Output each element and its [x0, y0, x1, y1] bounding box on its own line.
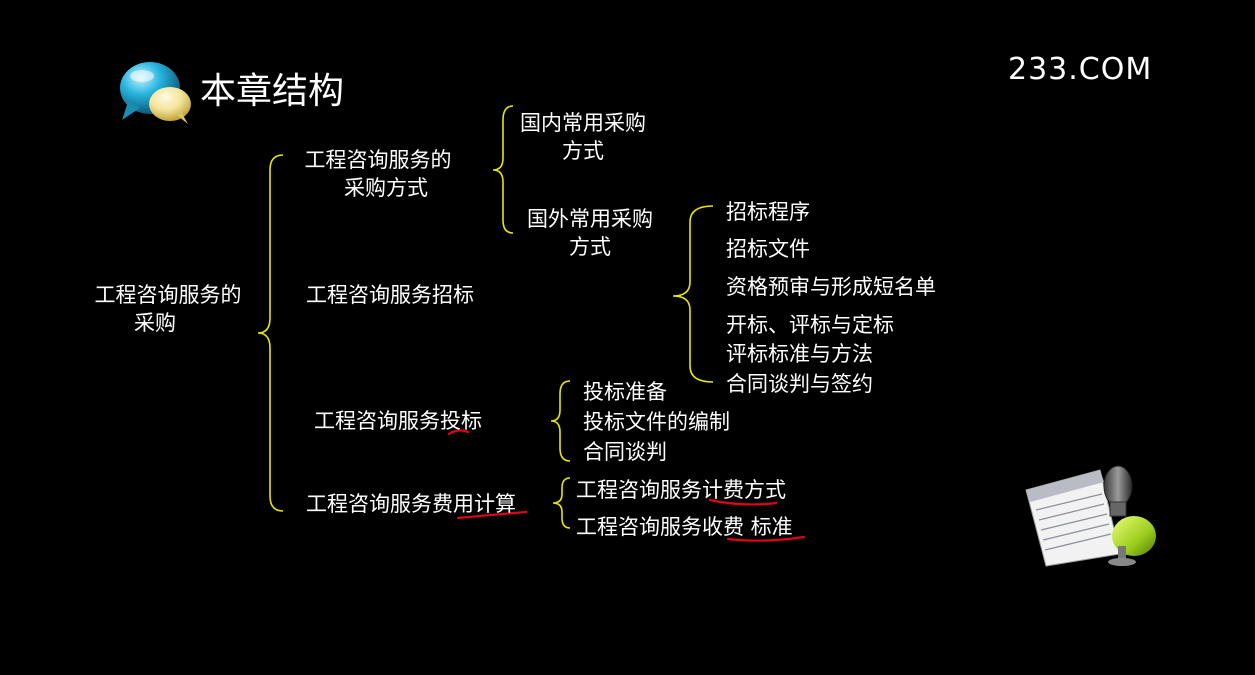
root-node: 工程咨询服务的 采购: [84, 281, 252, 337]
tender-item: 合同谈判与签约: [726, 372, 873, 396]
node-domestic-methods-line1: 国内常用采购: [520, 111, 646, 135]
brand-logo-text: 233.COM: [1008, 52, 1153, 87]
node-service-bid-marked: 投: [440, 409, 461, 433]
bid-bracket: [550, 380, 571, 462]
node-foreign-methods-line1: 国外常用采购: [527, 207, 653, 231]
underline-fee-standard: [726, 535, 806, 542]
node-service-bid: 工程咨询服务投标: [314, 407, 482, 435]
tender-item: 资格预审与形成短名单: [726, 275, 936, 299]
tender-item: 开标、评标与定标: [726, 313, 894, 337]
methods-bracket: [492, 105, 514, 234]
underline-bid: [447, 429, 470, 436]
bid-item: 合同谈判: [583, 440, 667, 464]
page-title: 本章结构: [200, 71, 345, 112]
underline-fee-calc: [456, 510, 528, 520]
fee-item: 工程咨询服务计费方式: [576, 476, 786, 504]
node-service-fee: 工程咨询服务费用计算: [306, 490, 516, 518]
notepad-microphone-icon: [1022, 462, 1164, 572]
node-foreign-methods: 国外常用采购 方式: [520, 205, 660, 261]
tender-item: 评标标准与方法: [726, 342, 873, 366]
tender-item: 招标程序: [726, 200, 810, 224]
underline-fee-method: [708, 498, 778, 506]
root-bracket: [257, 154, 284, 512]
fee-item: 工程咨询服务收费 标准: [576, 513, 793, 541]
root-line2: 采购: [134, 311, 176, 335]
node-domestic-methods-line2: 方式: [562, 139, 604, 163]
node-foreign-methods-line2: 方式: [569, 235, 611, 259]
tender-bracket: [672, 205, 714, 383]
node-procurement-methods: 工程咨询服务的 采购方式: [297, 146, 459, 202]
bid-item: 投标文件的编制: [583, 410, 730, 434]
node-procurement-methods-line1: 工程咨询服务的: [304, 148, 452, 172]
node-domestic-methods: 国内常用采购 方式: [513, 109, 653, 165]
node-service-bid-prefix: 工程咨询服务: [314, 409, 440, 433]
node-service-fee-marked: 费用计算: [432, 492, 516, 516]
node-service-fee-prefix: 工程咨询服务: [306, 492, 432, 516]
bid-item: 投标准备: [583, 380, 667, 404]
fee-item-prefix: 工程咨询服务收: [576, 515, 723, 539]
tender-item: 招标文件: [726, 237, 810, 261]
node-service-bid-suffix: 标: [461, 409, 482, 433]
node-procurement-methods-line2: 采购方式: [344, 176, 428, 200]
node-service-tender: 工程咨询服务招标: [306, 283, 474, 307]
fee-bracket: [552, 477, 571, 529]
root-line1: 工程咨询服务的: [94, 283, 242, 307]
chat-bubbles-icon: [118, 60, 194, 126]
fee-item-marked: 费 标准: [723, 515, 793, 539]
fee-item-marked: 计费方式: [702, 478, 786, 502]
fee-item-prefix: 工程咨询服务: [576, 478, 702, 502]
